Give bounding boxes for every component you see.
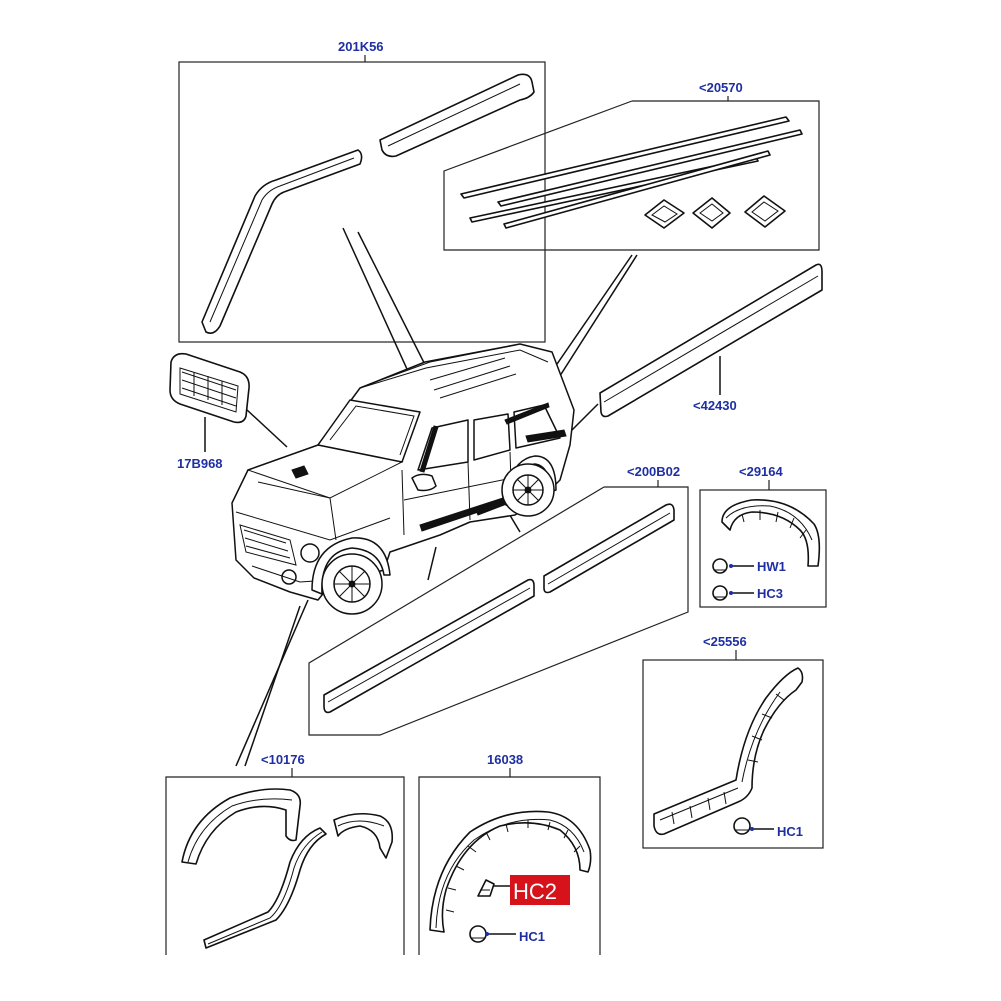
fastener-label-hc3[interactable]: HC3	[757, 586, 783, 601]
vehicle-illustration	[231, 343, 575, 615]
leader-lines	[204, 227, 774, 935]
frame-16038	[418, 768, 601, 955]
visor-rear-part[interactable]	[379, 73, 535, 158]
callout-42430[interactable]: <42430	[693, 398, 737, 413]
hw1-fastener-part[interactable]	[712, 558, 733, 574]
callout-29164[interactable]: <29164	[739, 464, 784, 479]
frame-25556	[642, 650, 824, 849]
hc2-highlight[interactable]: HC2	[510, 875, 570, 905]
callout-17b968[interactable]: 17B968	[177, 456, 223, 471]
hc1-rear-fastener-part[interactable]	[733, 817, 754, 835]
fastener-label-hc1-rear[interactable]: HC1	[777, 824, 803, 839]
rear-arch-extension-part[interactable]	[721, 499, 821, 567]
frame-20570	[443, 96, 820, 251]
hc3-fastener-part[interactable]	[712, 585, 733, 601]
callout-200b02[interactable]: <200B02	[627, 464, 680, 479]
rear-arch-liner-part[interactable]	[653, 667, 804, 836]
hc2-fastener-part[interactable]	[477, 879, 495, 897]
callout-20570[interactable]: <20570	[699, 80, 743, 95]
callout-201k56[interactable]: 201K56	[338, 39, 384, 54]
grille-vent-part[interactable]	[169, 352, 250, 424]
front-arch-flare-part[interactable]	[429, 810, 592, 933]
hc1-front-fastener-part[interactable]	[469, 925, 489, 943]
callout-25556[interactable]: <25556	[703, 634, 747, 649]
fastener-label-hc1-front[interactable]: HC1	[519, 929, 545, 944]
hc2-label: HC2	[513, 879, 557, 904]
rear-door-moulding-part[interactable]	[599, 263, 823, 418]
beltline-strips-part[interactable]	[460, 116, 803, 229]
visor-front-part[interactable]	[201, 149, 363, 334]
front-arch-trims-part[interactable]	[181, 788, 394, 949]
fastener-label-hw1[interactable]: HW1	[757, 559, 786, 574]
frame-10176	[165, 768, 405, 955]
callout-10176[interactable]: <10176	[261, 752, 305, 767]
frame-200b02	[308, 480, 689, 736]
frame-29164	[699, 480, 827, 608]
door-mouldings-part[interactable]	[323, 503, 675, 714]
callout-16038[interactable]: 16038	[487, 752, 523, 767]
